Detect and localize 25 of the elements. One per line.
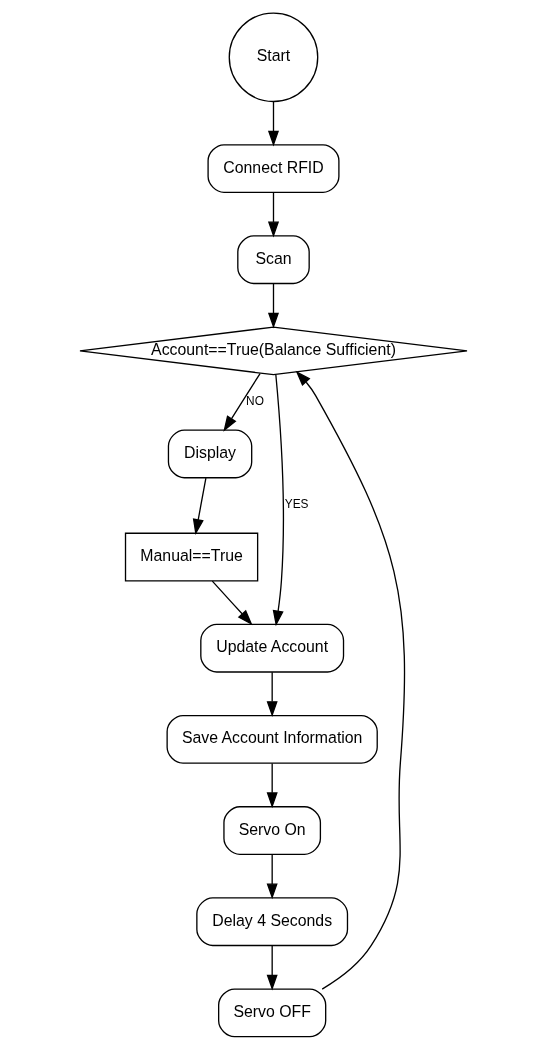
node-box: Connect RFID [207, 144, 340, 193]
node-box: Manual==True [124, 532, 259, 582]
arrow [266, 945, 278, 991]
node-box: Servo On [223, 806, 322, 855]
node-box: Scan [237, 235, 310, 285]
arrow [272, 374, 284, 627]
arrow [266, 854, 278, 900]
arrow [266, 671, 278, 717]
arrow [295, 370, 406, 990]
arrow [267, 283, 280, 329]
node-box: Servo OFF [218, 988, 327, 1038]
arrow [267, 192, 280, 238]
edge-label: NO [246, 394, 264, 409]
arrow [266, 762, 278, 809]
arrow [223, 372, 261, 432]
arrow [192, 477, 207, 535]
node-circle: Start [228, 12, 319, 103]
node-box: Delay 4 Seconds [196, 897, 349, 947]
arrow [267, 100, 280, 147]
node-diamond: Account==True(Balance Sufficient) [79, 326, 468, 376]
arrow [211, 580, 253, 626]
node-box: Save Account Information [166, 714, 378, 764]
node-box: Display [167, 429, 253, 479]
edge-label: YES [284, 497, 309, 512]
node-box: Update Account [200, 623, 345, 673]
